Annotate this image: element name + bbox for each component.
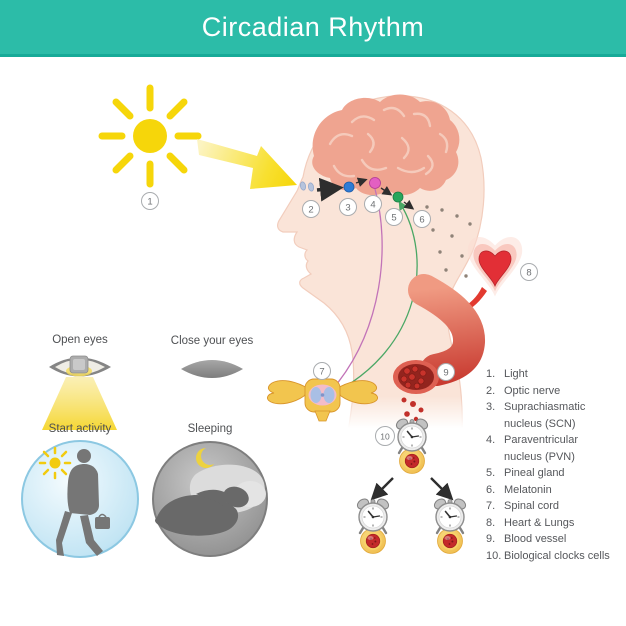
svg-text:1: 1 bbox=[147, 197, 152, 208]
legend-item: 3. Suprachiasmatic nucleus (SCN) bbox=[486, 399, 626, 432]
legend-item-number: 2. bbox=[486, 384, 496, 397]
falling-blood-cells bbox=[401, 397, 424, 422]
legend-item-label: Spinal cord bbox=[504, 500, 560, 512]
small-sun-icon bbox=[38, 446, 72, 480]
optic-nerve bbox=[299, 181, 315, 192]
blood-vessel bbox=[393, 274, 485, 422]
arrow-clock-left bbox=[370, 477, 394, 501]
legend-item: 4. Paraventricular nucleus (PVN) bbox=[486, 432, 626, 465]
biological-clock-left bbox=[354, 495, 392, 554]
svg-text:4: 4 bbox=[370, 200, 375, 211]
spine-to-pineal-path bbox=[333, 200, 418, 394]
svg-text:5: 5 bbox=[391, 213, 396, 224]
caption-start-activity: Start activity bbox=[48, 423, 112, 435]
legend-item: 6. Melatonin bbox=[486, 482, 626, 499]
sleeping-scene bbox=[152, 441, 268, 557]
header-band: Circadian Rhythm bbox=[0, 0, 626, 57]
arrow-clock-right bbox=[430, 477, 454, 501]
biological-clock-top bbox=[393, 415, 431, 474]
legend-item-number: 5. bbox=[486, 467, 496, 479]
svg-text:8: 8 bbox=[526, 268, 531, 279]
legend-item: 8. Heart & Lungs bbox=[486, 515, 626, 532]
legend-item-label: Biological clocks cells bbox=[504, 549, 610, 562]
marker-5: 5 bbox=[385, 208, 403, 226]
legend-item: 5. Pineal gland bbox=[486, 465, 626, 482]
marker-9: 9 bbox=[437, 363, 455, 381]
sleeping-person-silhouette bbox=[155, 486, 249, 536]
moon-icon bbox=[196, 448, 214, 468]
legend-item: 9. Blood vessel bbox=[486, 531, 626, 548]
svg-text:6: 6 bbox=[419, 215, 424, 226]
svg-text:2: 2 bbox=[308, 205, 313, 216]
caption-open-eyes: Open eyes bbox=[52, 334, 108, 346]
marker-3: 3 bbox=[339, 198, 357, 216]
brain bbox=[312, 94, 460, 196]
arrow-scn-to-pvn bbox=[355, 177, 368, 187]
legend-item-label: Pineal gland bbox=[504, 467, 565, 479]
start-activity-scene bbox=[21, 440, 139, 558]
legend-item-label: Paraventricular nucleus (PVN) bbox=[504, 434, 578, 463]
legend-item-number: 3. bbox=[486, 401, 496, 413]
caption-close-eyes: Close your eyes bbox=[170, 335, 254, 347]
arrow-pvn-to-pineal bbox=[380, 186, 393, 196]
legend-list: 1. Light 2. Optic nerve 3. Suprachiasmat… bbox=[486, 366, 626, 564]
marker-2: 2 bbox=[302, 200, 320, 218]
marker-4: 4 bbox=[364, 195, 382, 213]
svg-text:10: 10 bbox=[380, 432, 390, 442]
svg-text:3: 3 bbox=[345, 203, 350, 214]
sun-core bbox=[133, 119, 167, 153]
biological-clock-right bbox=[431, 495, 469, 554]
legend-item: 1. Light bbox=[486, 366, 626, 383]
marker-8: 8 bbox=[520, 263, 538, 281]
legend-item: 2. Optic nerve bbox=[486, 383, 626, 400]
legend-item-label: Light bbox=[504, 368, 528, 380]
legend-item-number: 1. bbox=[486, 368, 496, 380]
caption-sleeping: Sleeping bbox=[187, 423, 233, 435]
pineal-dot bbox=[392, 191, 404, 203]
pvn-dot bbox=[369, 177, 381, 189]
legend-item: 7. Spinal cord bbox=[486, 498, 626, 515]
legend-item-number: 4. bbox=[486, 434, 496, 446]
heart-icon bbox=[467, 236, 523, 297]
scn-dot bbox=[343, 181, 355, 193]
light-beam-arrow bbox=[197, 139, 297, 189]
arrow-eye-to-scn bbox=[316, 177, 344, 202]
arrow-pineal-to-melatonin bbox=[403, 199, 415, 210]
legend-item-number: 6. bbox=[486, 483, 496, 496]
walking-man-silhouette bbox=[56, 449, 110, 556]
open-eye-icon bbox=[42, 355, 117, 430]
legend-item-label: Optic nerve bbox=[504, 384, 561, 397]
legend-item-number: 10. bbox=[486, 549, 502, 562]
legend-item-number: 9. bbox=[486, 533, 496, 545]
legend-item-label: Blood vessel bbox=[504, 533, 567, 545]
closed-eye-icon bbox=[181, 360, 243, 378]
svg-text:7: 7 bbox=[319, 367, 324, 378]
legend-item: 10. Biological clocks cells bbox=[486, 548, 626, 565]
marker-6: 6 bbox=[413, 210, 431, 228]
legend-item-label: Suprachiasmatic nucleus (SCN) bbox=[504, 401, 586, 430]
page-title: Circadian Rhythm bbox=[201, 11, 425, 42]
marker-7: 7 bbox=[313, 362, 331, 380]
legend-item-label: Melatonin bbox=[504, 483, 552, 496]
pvn-to-spine-path bbox=[330, 188, 383, 392]
spinal-cord bbox=[267, 378, 378, 422]
legend-item-number: 8. bbox=[486, 516, 496, 529]
svg-text:9: 9 bbox=[443, 368, 448, 379]
marker-1: 1 bbox=[141, 192, 159, 210]
legend-item-label: Heart & Lungs bbox=[504, 516, 575, 529]
marker-10: 10 bbox=[375, 426, 395, 446]
legend-item-number: 7. bbox=[486, 500, 496, 512]
sun-icon bbox=[98, 84, 202, 188]
